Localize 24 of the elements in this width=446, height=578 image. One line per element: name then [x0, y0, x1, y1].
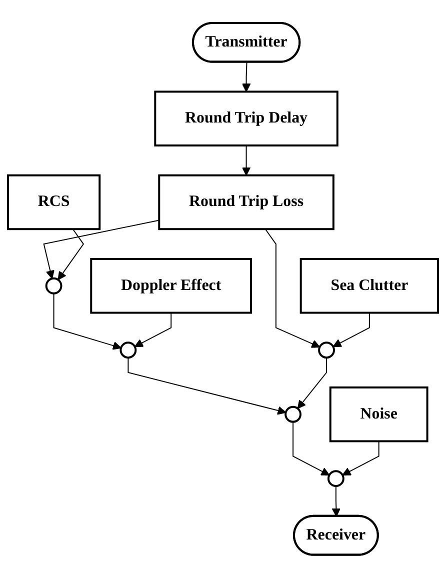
node-circle	[120, 342, 137, 359]
node-box: RCS	[6, 174, 101, 230]
node-circle	[45, 278, 62, 294]
arrow	[342, 440, 380, 476]
arrow	[297, 357, 328, 410]
arrow	[264, 228, 320, 348]
arrow	[292, 421, 330, 476]
arrow	[58, 228, 84, 280]
arrow	[53, 292, 122, 350]
arrow	[128, 357, 286, 415]
arrow	[242, 145, 251, 176]
arrow	[134, 312, 172, 348]
node-circle	[327, 470, 344, 488]
node-circle	[318, 342, 335, 359]
arrow	[332, 486, 341, 517]
node-box: Round Trip Loss	[158, 174, 334, 230]
node-box: Sea Clutter	[300, 258, 440, 314]
node-box: Doppler Effect	[90, 258, 252, 314]
arrow	[242, 62, 251, 92]
node-box: Round Trip Delay	[154, 90, 338, 147]
node-box: Noise	[329, 386, 428, 442]
arrow	[43, 220, 160, 280]
arrow	[332, 312, 370, 348]
node-circle	[284, 406, 302, 423]
